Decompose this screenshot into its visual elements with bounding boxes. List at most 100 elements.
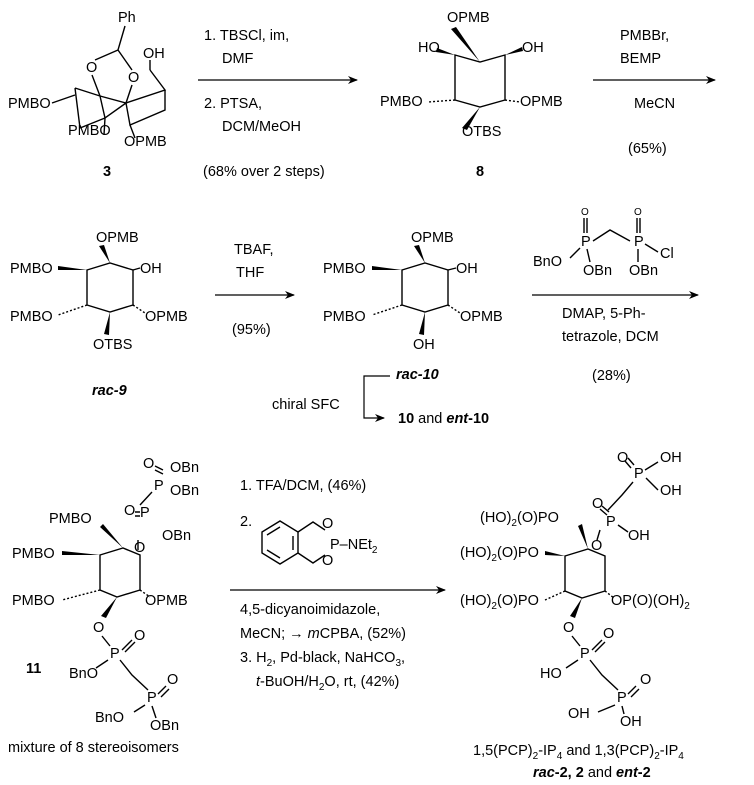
svg-text:O: O <box>634 207 642 218</box>
svg-text:O: O <box>617 450 628 466</box>
svg-text:O: O <box>167 672 178 688</box>
svg-text:O: O <box>143 456 154 472</box>
svg-text:P: P <box>154 478 164 494</box>
svg-text:(HO)2(O)PO: (HO)2(O)PO <box>460 593 539 612</box>
svg-text:O: O <box>591 538 602 554</box>
s2-r3: MeCN <box>634 96 675 112</box>
svg-text:P: P <box>634 466 644 482</box>
s1-r2: DMF <box>222 51 254 67</box>
svg-text:OH: OH <box>568 706 590 722</box>
compound-rac-10: OPMB PMBO OH PMBO OPMB OH <box>323 230 503 353</box>
c9-oh: OH <box>140 261 162 277</box>
s2-r1: PMBBr, <box>620 28 669 44</box>
c3-pmbo2: PMBO <box>68 123 111 139</box>
s5-r4: MeCN; → mCPBA, (52%) <box>240 626 406 642</box>
svg-text:P: P <box>606 514 616 530</box>
svg-text:HO: HO <box>540 666 562 682</box>
s1-r3: 2. PTSA, <box>204 96 262 112</box>
s5-r3: 4,5-dicyanoimidazole, <box>240 602 380 618</box>
c11-obn4: OBn <box>150 718 179 734</box>
s1-r1: 1. TBSCl, im, <box>204 28 289 44</box>
svg-text:OH: OH <box>660 483 682 499</box>
s5-r5: 3. H2, Pd-black, NaHCO3, <box>240 650 405 669</box>
svg-text:OH: OH <box>660 450 682 466</box>
c11-opmb: OPMB <box>145 593 188 609</box>
s1-r4: DCM/MeOH <box>222 119 301 135</box>
svg-text:O: O <box>563 620 574 636</box>
s4-cl: Cl <box>660 246 674 262</box>
c11-p: P <box>140 505 150 521</box>
s2-r2: BEMP <box>620 51 661 67</box>
svg-text:P: P <box>147 690 157 706</box>
sep-label: chiral SFC <box>272 397 340 413</box>
s4-obn1: OBn <box>583 263 612 279</box>
svg-text:O: O <box>93 620 104 636</box>
c3-pmbo: PMBO <box>8 96 51 112</box>
svg-text:O: O <box>134 628 145 644</box>
c10-pmbo1: PMBO <box>323 261 366 277</box>
c11-obn3: OBn <box>162 528 191 544</box>
s3-r1: TBAF, <box>234 242 273 258</box>
c11-pmbo1: PMBO <box>49 511 92 527</box>
sep-top-label: rac-10 <box>396 367 439 383</box>
s4-yield: (28%) <box>592 368 631 384</box>
s3-r2: THF <box>236 265 264 281</box>
c3-oh: OH <box>143 46 165 62</box>
svg-text:O: O <box>322 553 333 569</box>
svg-text:O: O <box>640 672 651 688</box>
c10-pmbo2: PMBO <box>323 309 366 325</box>
c3-o1: O <box>86 60 97 76</box>
svg-text:(HO)2(O)PO: (HO)2(O)PO <box>460 545 539 564</box>
compound-8: OPMB HO OH PMBO OPMB OTBS 8 <box>380 10 563 180</box>
c11-bno2: BnO <box>95 710 124 726</box>
svg-text:OP(O)(OH)2: OP(O)(OH)2 <box>611 593 690 612</box>
c11-bno: BnO <box>69 666 98 682</box>
c2-line2: rac-2, 2 and ent-2 <box>533 765 651 781</box>
c3-label: 3 <box>103 164 111 180</box>
s5-r6: t-BuOH/H2O, rt, (42%) <box>256 674 399 693</box>
c11-o: O <box>134 540 145 556</box>
c10-oh: OH <box>456 261 478 277</box>
svg-text:O: O <box>124 503 135 519</box>
c3-o2: O <box>128 70 139 86</box>
phosphepine-reagent: O O P–NEt2 <box>261 516 378 569</box>
c8-bottom: OTBS <box>462 124 501 140</box>
svg-text:P: P <box>634 234 644 250</box>
svg-text:(HO)2(O)PO: (HO)2(O)PO <box>480 510 559 529</box>
s4-r2: tetrazole, DCM <box>562 329 659 345</box>
c8-opmb: OPMB <box>520 94 563 110</box>
s4-obn2: OBn <box>629 263 658 279</box>
svg-text:O: O <box>581 207 589 218</box>
c11-pmbo3: PMBO <box>12 593 55 609</box>
c11-label: 11 <box>26 661 41 677</box>
c9-label: rac-9 <box>92 383 127 399</box>
c11-obn1: OBn <box>170 460 199 476</box>
s4-bno: BnO <box>533 254 562 270</box>
svg-text:P: P <box>580 646 590 662</box>
compound-2: O P OH OH O P OH O (HO)2(O)PO (HO)2(O)PO… <box>460 450 690 781</box>
s4-r1: DMAP, 5-Ph- <box>562 306 646 322</box>
compound-rac-9: OPMB PMBO OH PMBO OPMB OTBS rac-9 <box>10 230 188 399</box>
s5-r2: 2. <box>240 514 252 530</box>
svg-text:O: O <box>592 496 603 512</box>
c9-pmbo2: PMBO <box>10 309 53 325</box>
s3-yield: (95%) <box>232 322 271 338</box>
c3-opmb: OPMB <box>124 134 167 150</box>
svg-text:O: O <box>322 516 333 532</box>
c10-opmb: OPMB <box>460 309 503 325</box>
c9-pmbo1: PMBO <box>10 261 53 277</box>
svg-text:O: O <box>603 626 614 642</box>
s5-pnet2: P–NEt2 <box>330 537 378 556</box>
c9-bottom: OTBS <box>93 337 132 353</box>
c11-pmbo2: PMBO <box>12 546 55 562</box>
c10-top: OPMB <box>411 230 454 246</box>
c8-label: 8 <box>476 164 484 180</box>
c8-pmbo: PMBO <box>380 94 423 110</box>
c11-obn2: OBn <box>170 483 199 499</box>
s5-r1: 1. TFA/DCM, (46%) <box>240 478 366 494</box>
svg-text:P: P <box>581 234 591 250</box>
c9-top: OPMB <box>96 230 139 246</box>
svg-text:P: P <box>617 690 627 706</box>
sep-bottom-label: 10 and ent-10 <box>398 411 489 427</box>
